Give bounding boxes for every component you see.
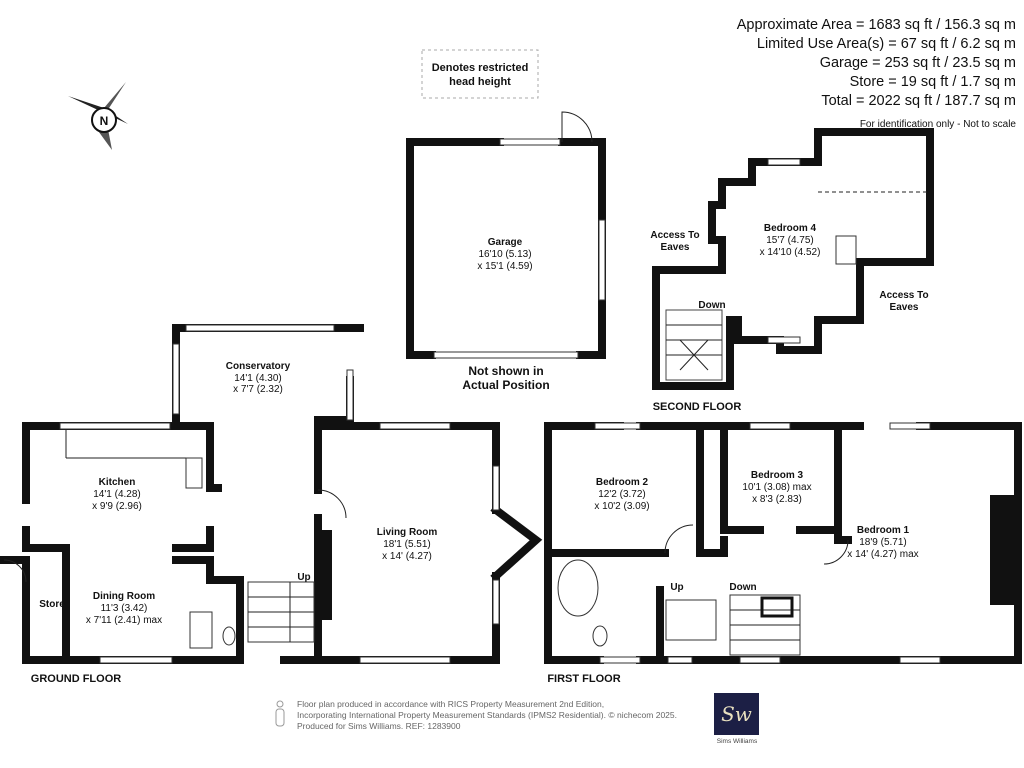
stairs-ground-up: Up: [297, 572, 310, 583]
svg-text:12'2 (3.72): 12'2 (3.72): [598, 489, 646, 500]
svg-text:Access To: Access To: [879, 290, 928, 301]
svg-text:Bedroom 2: Bedroom 2: [596, 477, 649, 488]
area-line: Approximate Area = 1683 sq ft / 156.3 sq…: [736, 17, 1016, 33]
svg-text:Eaves: Eaves: [890, 302, 919, 313]
svg-text:Eaves: Eaves: [661, 242, 690, 253]
garage-position-note: Not shown in: [468, 364, 543, 378]
room-label-living-room: Living Room 18'1 (5.51) x 14' (4.27): [377, 527, 438, 562]
area-line: Store = 19 sq ft / 1.7 sq m: [849, 74, 1016, 90]
room-label-dining-room: Dining Room 11'3 (3.42) x 7'11 (2.41) ma…: [86, 591, 162, 626]
footer-line: Produced for Sims Williams. REF: 1283900: [297, 721, 461, 731]
area-line: Limited Use Area(s) = 67 sq ft / 6.2 sq …: [756, 36, 1016, 52]
svg-text:Conservatory: Conservatory: [226, 361, 291, 372]
svg-text:x 7'11 (2.41) max: x 7'11 (2.41) max: [86, 615, 162, 626]
svg-text:N: N: [100, 114, 109, 128]
svg-text:14'1 (4.30): 14'1 (4.30): [234, 373, 282, 384]
svg-text:11'3 (3.42): 11'3 (3.42): [101, 603, 148, 614]
area-summary: Approximate Area = 1683 sq ft / 156.3 sq…: [737, 16, 1016, 134]
label-access-eaves-left: Access To Eaves: [650, 230, 699, 253]
label-access-eaves-right: Access To Eaves: [879, 290, 928, 313]
svg-text:16'10 (5.13): 16'10 (5.13): [478, 249, 531, 260]
svg-text:18'9 (5.71): 18'9 (5.71): [859, 537, 907, 548]
room-label-bedroom-1: Bedroom 1 18'9 (5.71) x 14' (4.27) max: [847, 525, 918, 560]
svg-text:Bedroom 3: Bedroom 3: [751, 470, 804, 481]
svg-text:x 14' (4.27) max: x 14' (4.27) max: [847, 549, 918, 560]
room-label-bedroom-4: Bedroom 4 15'7 (4.75) x 14'10 (4.52): [760, 223, 821, 258]
svg-text:x 8'3 (2.83): x 8'3 (2.83): [752, 494, 802, 505]
svg-text:x 7'7 (2.32): x 7'7 (2.32): [233, 384, 283, 395]
svg-text:10'1 (3.08) max: 10'1 (3.08) max: [742, 482, 811, 493]
room-label-conservatory: Conservatory 14'1 (4.30) x 7'7 (2.32): [226, 361, 291, 395]
sims-williams-logo: Sw: [714, 693, 759, 735]
svg-text:x 14'10 (4.52): x 14'10 (4.52): [760, 247, 821, 258]
floor-label-second: SECOND FLOOR: [653, 401, 742, 413]
footer-credits: Floor plan produced in accordance with R…: [297, 699, 677, 732]
garage-position-note-2: Actual Position: [462, 378, 549, 392]
ground-floor-walls: [0, 324, 543, 664]
restricted-head-height-legend: Denotes restricted head height: [421, 49, 539, 99]
svg-text:15'7 (4.75): 15'7 (4.75): [766, 235, 814, 246]
svg-text:x 15'1 (4.59): x 15'1 (4.59): [477, 261, 532, 272]
svg-text:Living Room: Living Room: [377, 527, 438, 538]
room-label-store: Store: [39, 599, 65, 610]
svg-text:Kitchen: Kitchen: [99, 477, 136, 488]
floor-label-ground: GROUND FLOOR: [31, 673, 121, 685]
svg-text:Bedroom 1: Bedroom 1: [857, 525, 910, 536]
person-icon: [275, 700, 285, 727]
footer-line: Floor plan produced in accordance with R…: [297, 699, 605, 709]
scale-note: For identification only - Not to scale: [859, 119, 1016, 130]
compass-icon: N: [68, 82, 128, 150]
svg-text:Denotes restricted: Denotes restricted: [432, 62, 529, 74]
area-line: Total = 2022 sq ft / 187.7 sq m: [821, 93, 1016, 109]
svg-text:x 9'9 (2.96): x 9'9 (2.96): [92, 501, 142, 512]
svg-text:x 14' (4.27): x 14' (4.27): [382, 551, 432, 562]
svg-text:x 10'2 (3.09): x 10'2 (3.09): [594, 501, 649, 512]
stairs-first-down: Down: [729, 582, 756, 593]
stairs-first-up: Up: [670, 582, 683, 593]
svg-text:Dining Room: Dining Room: [93, 591, 155, 602]
area-line: Garage = 253 sq ft / 23.5 sq m: [819, 55, 1016, 71]
garage-walls: [406, 111, 606, 359]
footer-line: Incorporating International Property Mea…: [297, 710, 677, 720]
second-floor-walls: [652, 128, 934, 390]
svg-text:14'1 (4.28): 14'1 (4.28): [93, 489, 141, 500]
floor-label-first: FIRST FLOOR: [547, 673, 620, 685]
room-label-kitchen: Kitchen 14'1 (4.28) x 9'9 (2.96): [92, 477, 142, 512]
room-label-bedroom-2: Bedroom 2 12'2 (3.72) x 10'2 (3.09): [594, 477, 649, 512]
logo-caption: Sims Williams: [716, 738, 758, 745]
first-floor-walls: [544, 422, 1022, 664]
stairs-second-down: Down: [698, 300, 725, 311]
svg-text:Access To: Access To: [650, 230, 699, 241]
svg-text:Bedroom 4: Bedroom 4: [764, 223, 817, 234]
room-label-bedroom-3: Bedroom 3 10'1 (3.08) max x 8'3 (2.83): [742, 470, 811, 505]
room-label-garage: Garage 16'10 (5.13) x 15'1 (4.59): [477, 237, 532, 272]
svg-text:head height: head height: [449, 76, 511, 88]
svg-text:18'1 (5.51): 18'1 (5.51): [383, 539, 431, 550]
svg-text:Garage: Garage: [488, 237, 523, 248]
